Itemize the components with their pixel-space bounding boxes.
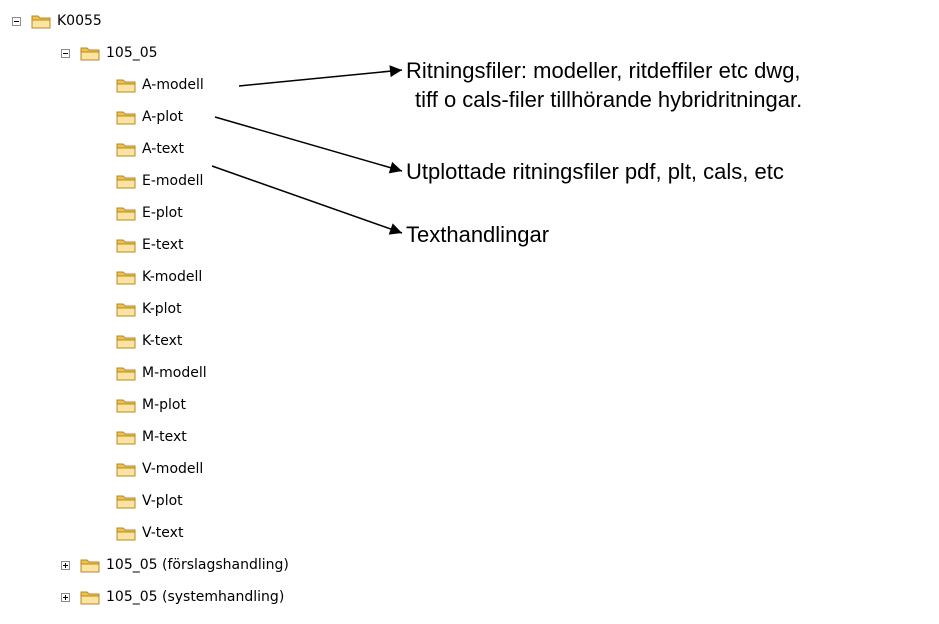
tree-item-v-plot[interactable]: V-plot — [116, 489, 183, 513]
expand-icon[interactable] — [61, 592, 70, 602]
tree-item-label: K-plot — [142, 301, 182, 317]
tree-item-label: 105_05 (förslagshandling) — [106, 557, 289, 573]
tree-item-m-plot[interactable]: M-plot — [116, 393, 186, 417]
tree-item-label: M-text — [142, 429, 187, 445]
tree-item-k-plot[interactable]: K-plot — [116, 297, 182, 321]
tree-item-label: A-modell — [142, 77, 204, 93]
tree-item-k-modell[interactable]: K-modell — [116, 265, 202, 289]
collapse-icon[interactable] — [61, 48, 70, 58]
annotation-texthandlingar: Texthandlingar — [406, 222, 550, 247]
tree-item-systemhandling[interactable]: 105_05 (systemhandling) — [61, 585, 284, 609]
tree-item-m-modell[interactable]: M-modell — [116, 361, 207, 385]
tree-item-project[interactable]: 105_05 — [61, 41, 158, 65]
expand-icon[interactable] — [61, 560, 70, 570]
tree-item-forslagshandling[interactable]: 105_05 (förslagshandling) — [61, 553, 289, 577]
tree-item-v-text[interactable]: V-text — [116, 521, 183, 545]
tree-item-v-modell[interactable]: V-modell — [116, 457, 203, 481]
tree-item-label: A-text — [142, 141, 184, 157]
annotation-ritningsfiler-line1: Ritningsfiler: modeller, ritdeffiler etc… — [406, 58, 801, 83]
tree-item-e-plot[interactable]: E-plot — [116, 201, 183, 225]
tree-item-label: M-modell — [142, 365, 207, 381]
tree-item-label: E-modell — [142, 173, 204, 189]
tree-item-a-text[interactable]: A-text — [116, 137, 184, 161]
collapse-icon[interactable] — [12, 16, 21, 26]
tree-item-e-text[interactable]: E-text — [116, 233, 184, 257]
tree-item-k-text[interactable]: K-text — [116, 329, 182, 353]
tree-item-label: E-text — [142, 237, 184, 253]
tree-item-label: K-text — [142, 333, 183, 349]
arrow-texthandlingar — [211, 165, 403, 235]
tree-item-label: V-text — [142, 525, 184, 541]
tree-item-a-modell[interactable]: A-modell — [116, 73, 204, 97]
arrow-utplottade — [214, 116, 403, 174]
tree-item-a-plot[interactable]: A-plot — [116, 105, 183, 129]
tree-item-m-text[interactable]: M-text — [116, 425, 187, 449]
tree-item-label: V-plot — [142, 493, 183, 509]
tree-item-label: V-modell — [142, 461, 204, 477]
tree-item-label: K0055 — [57, 13, 102, 29]
tree-item-label: 105_05 (systemhandling) — [106, 589, 285, 605]
annotation-ritningsfiler-line2: tiff o cals-filer tillhörande hybridritn… — [415, 87, 803, 112]
tree-item-label: K-modell — [142, 269, 203, 285]
tree-item-label: 105_05 — [106, 45, 158, 61]
annotation-utplottade: Utplottade ritningsfiler pdf, plt, cals,… — [406, 159, 784, 184]
tree-item-label: A-plot — [142, 109, 184, 125]
tree-item-root[interactable]: K0055 — [12, 9, 102, 33]
tree-item-label: E-plot — [142, 205, 183, 221]
tree-item-label: M-plot — [142, 397, 186, 413]
tree-item-e-modell[interactable]: E-modell — [116, 169, 203, 193]
arrow-ritningsfiler — [238, 65, 403, 87]
